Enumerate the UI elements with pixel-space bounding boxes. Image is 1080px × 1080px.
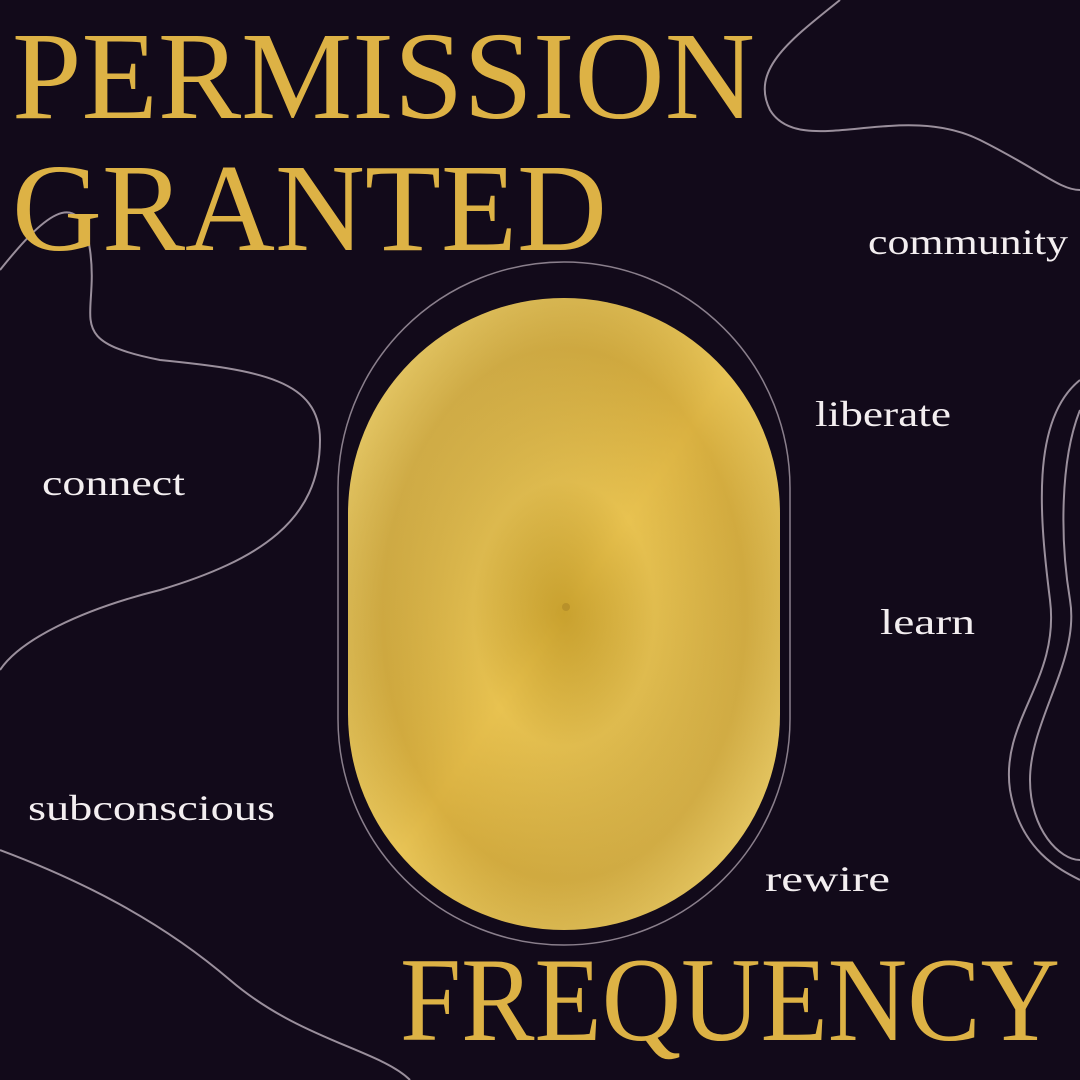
title-line-2: GRANTED [12,140,607,278]
word-liberate: liberate [815,394,951,434]
word-rewire: rewire [765,859,890,899]
title-line-1: PERMISSION [12,8,755,146]
gold-oval-medallion [337,261,791,946]
subtitle-frequency: FREQUENCY [400,933,1060,1066]
word-community: community [868,222,1068,262]
title: PERMISSION GRANTED [12,8,755,278]
keywords: community liberate connect learn subcons… [28,222,1068,899]
word-subconscious: subconscious [28,788,275,828]
oval-outline [337,261,791,946]
word-connect: connect [42,463,185,503]
gold-oval-sheen [348,298,780,930]
word-learn: learn [880,602,975,642]
oval-center [562,603,570,611]
